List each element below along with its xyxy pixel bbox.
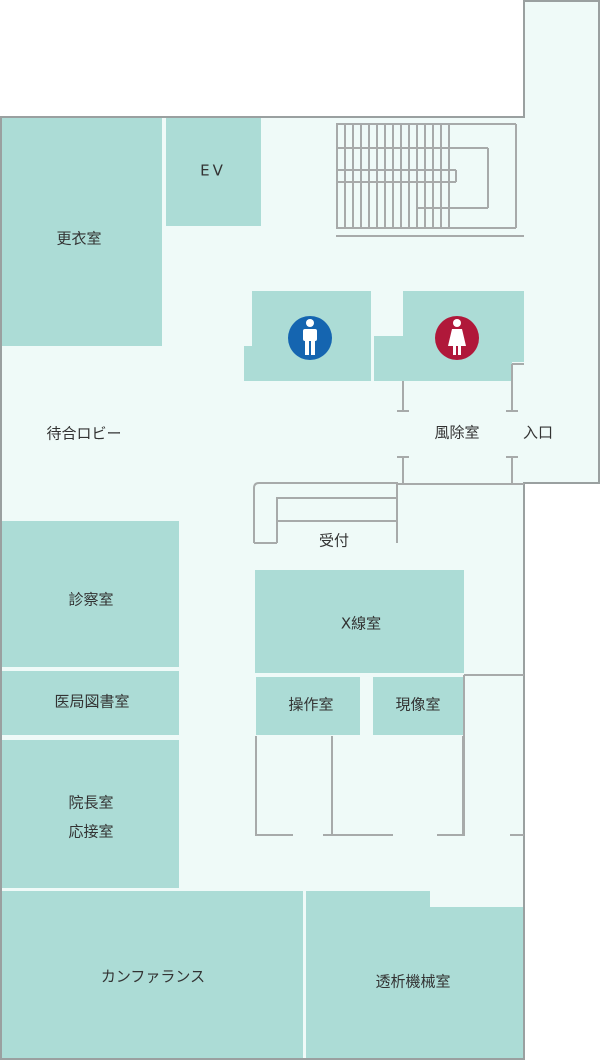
exam-room <box>2 521 179 667</box>
conference-room <box>2 891 303 1058</box>
xray-corridor-walls <box>255 674 524 836</box>
director-room-label: 院長室 <box>68 794 113 812</box>
elevator-label: EV <box>200 162 226 180</box>
medical-library <box>2 671 179 735</box>
changing-room-label: 更衣室 <box>56 230 101 248</box>
conference-label: カンファランス <box>101 968 205 986</box>
darkroom <box>373 677 464 735</box>
elevator <box>166 118 261 226</box>
reception-counter <box>253 482 398 544</box>
entrance-label: 入口 <box>523 424 553 442</box>
medical-library-label: 医局図書室 <box>54 693 129 711</box>
vestibule-label: 風除室 <box>434 424 479 442</box>
xray-room-label: X線室 <box>341 615 381 633</box>
control-room-label: 操作室 <box>288 696 333 714</box>
reception-room-label: 応接室 <box>68 823 113 841</box>
darkroom-label: 現像室 <box>395 696 440 714</box>
reception-label: 受付 <box>319 532 349 550</box>
staircase <box>336 123 524 237</box>
vestibule-walls <box>397 363 524 485</box>
control-room <box>256 677 360 735</box>
director-reception-room <box>2 740 179 888</box>
mens-restroom-icon <box>288 316 332 360</box>
dialysis-machine-room <box>306 891 523 1058</box>
waiting-lobby-label: 待合ロビー <box>46 425 121 443</box>
xray-room <box>255 570 464 673</box>
dialysis-machine-room-label: 透析機械室 <box>375 973 450 991</box>
womens-restroom-icon <box>435 316 479 360</box>
exam-room-label: 診察室 <box>68 591 113 609</box>
changing-room <box>2 118 162 346</box>
